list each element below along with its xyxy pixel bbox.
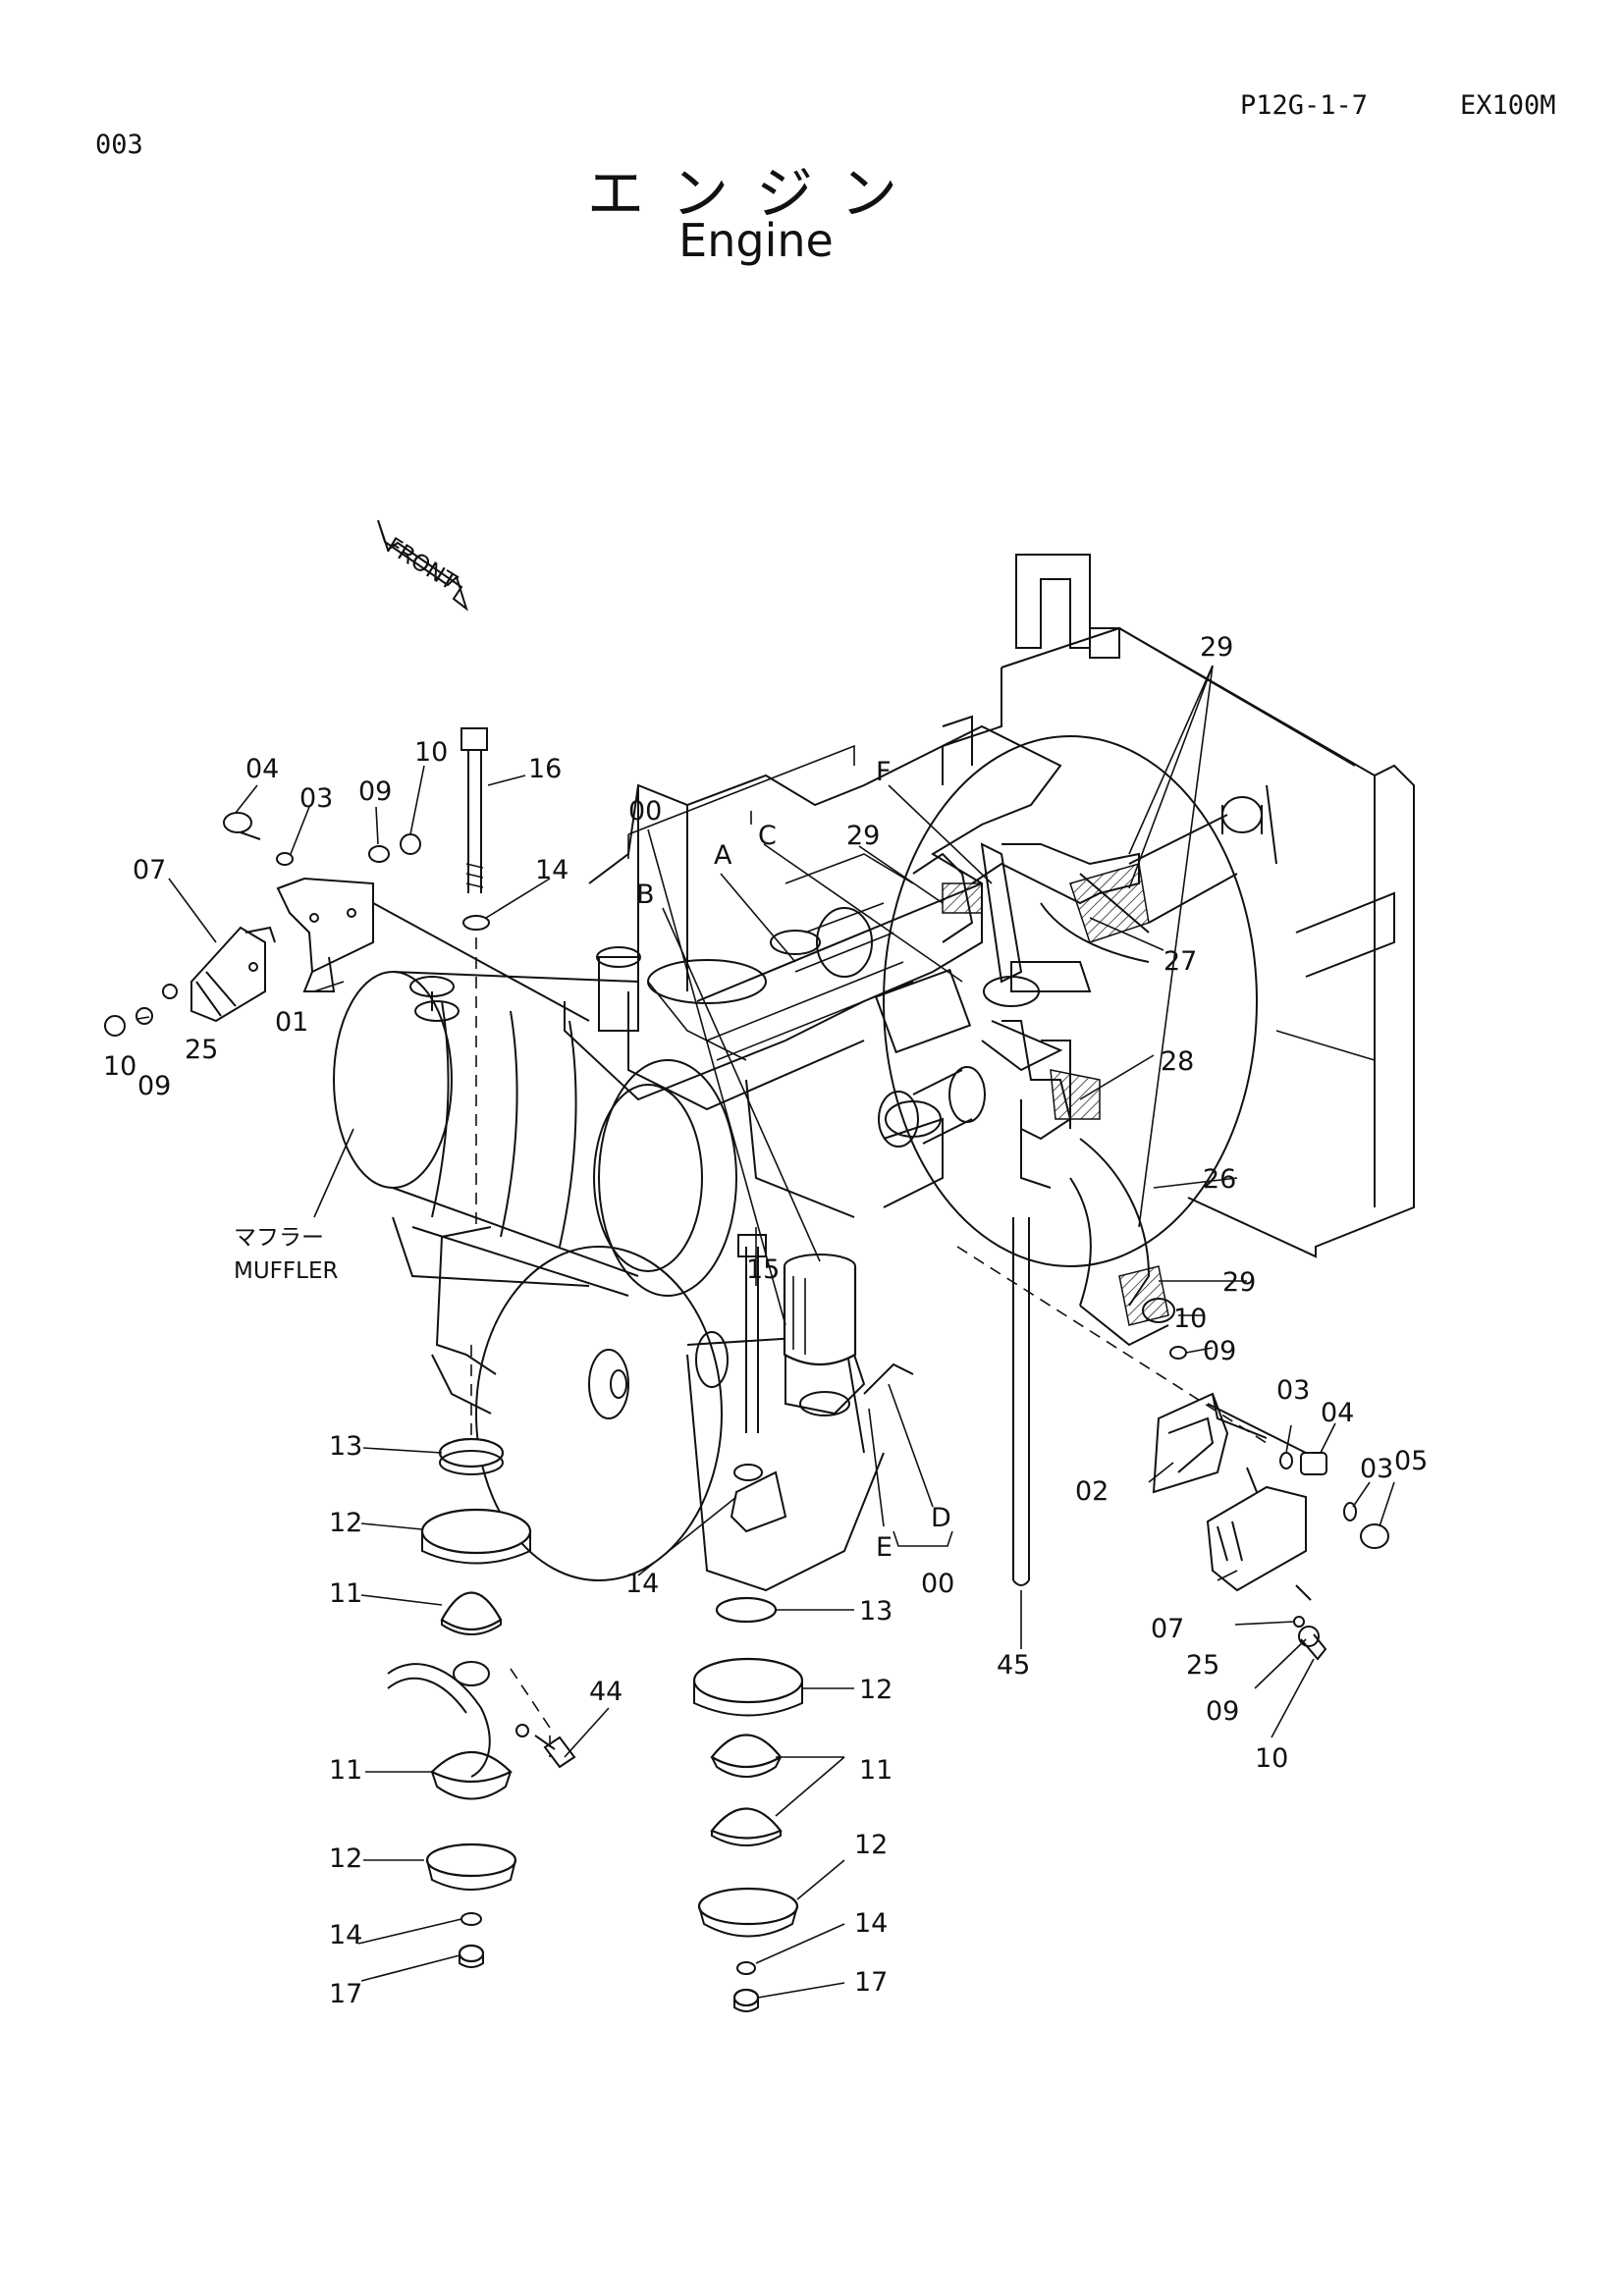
callout-E: E: [876, 1532, 893, 1563]
engine-block: [564, 724, 1062, 1592]
muffler-label-en: MUFFLER: [234, 1258, 338, 1284]
valve-cover: [596, 907, 914, 1111]
callout-14: 14: [854, 1908, 888, 1939]
callout-17: 17: [854, 1967, 888, 1998]
callout-16: 16: [528, 754, 562, 784]
callout-10: 10: [414, 737, 448, 768]
right-mount-bracket: [956, 1246, 1389, 1661]
callout-04: 04: [1321, 1398, 1354, 1428]
callout-13: 13: [329, 1431, 362, 1462]
callout-03: 03: [1276, 1375, 1310, 1406]
callout-03: 03: [1360, 1454, 1393, 1484]
water-pump: [878, 1020, 1101, 1189]
model-number: EX100M: [1460, 90, 1556, 121]
dipstick-guide: [1012, 1217, 1030, 1586]
callout-D: D: [931, 1503, 951, 1533]
callout-numbers: 29 16 04 03 09 10 07 14 00 A C F B 29 27…: [103, 632, 1428, 2009]
callout-29: 29: [1222, 1267, 1256, 1298]
callout-28: 28: [1161, 1046, 1194, 1077]
group-brackets: [627, 744, 953, 1547]
callout-02: 02: [1075, 1476, 1109, 1507]
callout-45: 45: [997, 1650, 1030, 1681]
callout-F: F: [876, 757, 892, 787]
callout-03: 03: [299, 783, 333, 814]
callout-00: 00: [921, 1569, 954, 1599]
front-arrow-icon: FRONT: [377, 519, 468, 612]
front-label: FRONT: [382, 533, 461, 596]
callout-10: 10: [103, 1051, 136, 1082]
title-japanese: エンジン: [586, 160, 925, 227]
leader-lines: [136, 665, 1395, 1999]
callout-C: C: [758, 821, 777, 851]
callout-09: 09: [358, 776, 392, 807]
callout-11: 11: [859, 1755, 893, 1786]
callout-04: 04: [245, 754, 279, 784]
left-mount-bracket: [104, 812, 590, 1037]
oil-filter: [783, 1254, 914, 1416]
callout-14: 14: [625, 1569, 659, 1599]
callout-01: 01: [275, 1007, 308, 1038]
reference-code: P12G-1-7: [1240, 90, 1369, 121]
page-number: 003: [95, 130, 143, 160]
callout-12: 12: [859, 1675, 893, 1705]
callout-14: 14: [329, 1920, 362, 1950]
callout-29: 29: [1200, 632, 1233, 663]
callout-10: 10: [1255, 1743, 1288, 1774]
left-mount-stack: [420, 1345, 532, 1968]
callout-09: 09: [1203, 1336, 1236, 1366]
callout-12: 12: [854, 1830, 888, 1860]
callout-07: 07: [1151, 1614, 1184, 1644]
callout-44: 44: [589, 1677, 622, 1707]
callout-26: 26: [1203, 1164, 1236, 1195]
callout-14: 14: [535, 855, 568, 885]
radiator: [883, 554, 1415, 1267]
callout-A: A: [714, 840, 732, 871]
callout-11: 11: [329, 1578, 362, 1609]
muffler: [333, 971, 737, 1297]
callout-25: 25: [185, 1035, 218, 1065]
title-english: Engine: [678, 214, 834, 267]
callout-25: 25: [1186, 1650, 1219, 1681]
callout-05: 05: [1394, 1446, 1428, 1476]
callout-13: 13: [859, 1596, 893, 1627]
lower-hose: [1069, 1138, 1169, 1347]
callout-12: 12: [329, 1843, 362, 1874]
callout-11: 11: [329, 1755, 362, 1786]
muffler-label-jp: マフラー: [234, 1225, 324, 1251]
cooling-fan: [980, 842, 1092, 1072]
upper-pipe: [912, 796, 1263, 963]
hose-loop: [387, 1663, 576, 1778]
callout-09: 09: [137, 1071, 171, 1101]
callout-00: 00: [628, 796, 662, 827]
through-bolt-16: [460, 727, 490, 1227]
center-mount-stack: [692, 1234, 804, 2012]
callout-10: 10: [1173, 1304, 1207, 1334]
callout-27: 27: [1163, 946, 1197, 977]
callout-12: 12: [329, 1508, 362, 1538]
callout-15: 15: [746, 1255, 780, 1285]
flywheel-housing: [431, 1226, 729, 1581]
callout-29: 29: [846, 821, 880, 851]
callout-09: 09: [1206, 1696, 1239, 1727]
callout-B: B: [636, 880, 655, 910]
callout-07: 07: [133, 855, 166, 885]
callout-17: 17: [329, 1979, 362, 2009]
